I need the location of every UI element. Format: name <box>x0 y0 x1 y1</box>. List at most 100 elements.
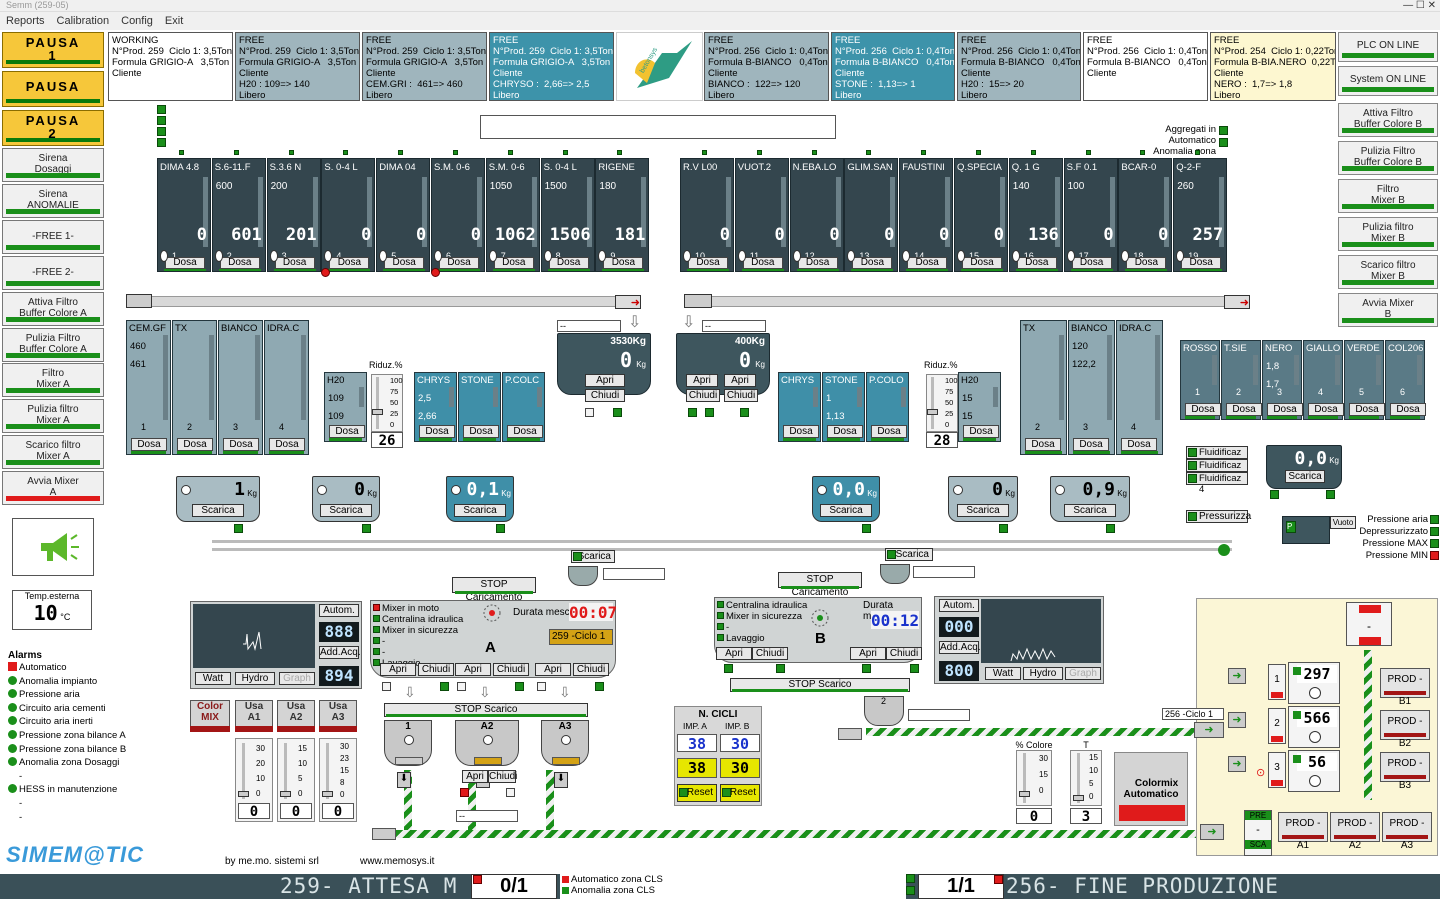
silo-dosa-button[interactable]: Dosa <box>131 438 167 451</box>
silo-dosa-button[interactable]: Dosa <box>1126 257 1167 269</box>
agg-a-chiudi-button[interactable]: Chiudi <box>585 389 625 402</box>
silo-dosa-button[interactable]: Dosa <box>742 257 783 269</box>
left-button-1[interactable]: Sirena Dosaggi <box>2 148 104 182</box>
silo-dosa-button[interactable]: Dosa <box>439 257 479 269</box>
water-a-scale-scarica-button[interactable]: Scarica <box>320 504 372 517</box>
hydro-a-addacq-button[interactable]: Add.Acq. <box>319 646 361 659</box>
silo-dosa-button[interactable]: Dosa <box>962 257 1002 269</box>
menu-calibration[interactable]: Calibration <box>56 15 110 27</box>
silo-dosa-button[interactable]: Dosa <box>1181 257 1222 269</box>
mixer-a-apri-3[interactable]: Apri <box>535 663 571 676</box>
right-button-6[interactable]: Avvia Mixer B <box>1338 293 1438 327</box>
silo-dosa-button[interactable]: Dosa <box>463 425 499 438</box>
silo-dosa-button[interactable]: Dosa <box>1071 257 1112 269</box>
recipe-panel-2[interactable]: FREE N°Prod. 259 Ciclo 1: 3,5Ton Formula… <box>235 32 360 101</box>
left-button-6[interactable]: Pulizia Filtro Buffer Colore A <box>2 328 104 362</box>
silo-dosa-button[interactable]: Dosa <box>177 438 213 451</box>
left-button-2[interactable]: Sirena ANOMALIE <box>2 184 104 218</box>
hydro-b-hydro-tab[interactable]: Hydro <box>1023 667 1063 680</box>
mixer-b-chiudi-1[interactable]: Chiudi <box>752 647 788 660</box>
hydro-b-autom-button[interactable]: Autom. <box>939 599 979 612</box>
silo-dosa-button[interactable]: Dosa <box>797 257 838 269</box>
use-a3-button[interactable]: Usa A3 <box>319 700 357 730</box>
mixer-a-apri-2[interactable]: Apri <box>455 663 491 676</box>
prod-slot-arrow-icon[interactable]: ➜ <box>1228 712 1246 728</box>
conveyor-b-handle[interactable] <box>684 294 712 308</box>
vuoto-button[interactable]: Vuoto <box>1330 516 1356 529</box>
left-button-8[interactable]: Pulizia filtro Mixer A <box>2 399 104 433</box>
silo-dosa-button[interactable]: Dosa <box>907 257 948 269</box>
silo-dosa-button[interactable]: Dosa <box>274 257 315 269</box>
silo-dosa-button[interactable]: Dosa <box>269 438 305 451</box>
fluid-button-1[interactable]: Fluidificaz 1 <box>1186 446 1248 469</box>
prod-a1-button[interactable]: PROD - A1 <box>1278 812 1328 851</box>
recipe-panel-9[interactable]: FREE N°Prod. 254 Ciclo 1: 0,22Ton Formul… <box>1210 32 1336 101</box>
hopper-a1-down-arrow-icon[interactable]: ⬇ <box>397 772 411 788</box>
mixer-a-apri-1[interactable]: Apri <box>380 663 416 676</box>
hydro-b-watt-tab[interactable]: Watt <box>985 667 1021 680</box>
fluid-button-3[interactable]: Fluidificaz 4 <box>1186 472 1248 495</box>
stop-caricamento-b-button[interactable]: STOP Caricamento <box>778 572 862 598</box>
silo-dosa-button[interactable]: Dosa <box>963 425 999 438</box>
mixer-a-chiudi-2[interactable]: Chiudi <box>493 663 529 676</box>
mixer-b-apri-2[interactable]: Apri <box>850 647 886 660</box>
hopper-a3-down-arrow-icon[interactable]: ⬇ <box>554 772 568 788</box>
right-button-1[interactable]: Attiva Filtro Buffer Colore B <box>1338 103 1438 137</box>
silo-dosa-button[interactable]: Dosa <box>419 425 455 438</box>
pressurizza-button[interactable]: Pressurizza <box>1186 510 1251 523</box>
pausa-button[interactable]: PAUSA <box>2 71 104 107</box>
prod-exit-arrow-icon[interactable]: ➜ <box>1200 824 1224 840</box>
hydro-b-graph-tab[interactable]: Graph <box>1065 667 1101 680</box>
left-button-3[interactable]: -FREE 1- <box>2 220 104 254</box>
recipe-panel-1[interactable]: WORKING N°Prod. 259 Ciclo 1: 3,5Ton Form… <box>108 32 233 101</box>
left-button-10[interactable]: Avvia Mixer A <box>2 471 104 505</box>
silo-dosa-button[interactable]: Dosa <box>1226 403 1262 416</box>
scarica-a-input[interactable] <box>603 568 665 580</box>
window-controls[interactable]: — ☐ ✕ <box>1403 0 1436 11</box>
fluid-button-2[interactable]: Fluidificaz 2 <box>1186 459 1248 482</box>
prod-a2-button[interactable]: PROD - A2 <box>1330 812 1380 851</box>
agg-a-input[interactable]: -- <box>557 320 621 332</box>
silo-dosa-button[interactable]: Dosa <box>329 257 370 269</box>
colormix-auto-button[interactable]: Colormix Automatico <box>1114 752 1188 826</box>
recipe-panel-6[interactable]: FREE N°Prod. 256 Ciclo 1: 0,4Ton Formula… <box>831 32 955 101</box>
left-button-4[interactable]: -FREE 2- <box>2 256 104 290</box>
recipe-panel-3[interactable]: FREE N°Prod. 259 Ciclo 1: 3,5Ton Formula… <box>362 32 487 101</box>
prod-slot-arrow-icon[interactable]: ➜ <box>1228 668 1246 684</box>
horn-button[interactable] <box>12 518 94 576</box>
silo-dosa-button[interactable]: Dosa <box>548 257 589 269</box>
silo-dosa-button[interactable]: Dosa <box>852 257 893 269</box>
silo-dosa-button[interactable]: Dosa <box>688 257 728 269</box>
prod-slot-2[interactable]: 566 <box>1288 706 1340 748</box>
belt-a-handle[interactable] <box>372 828 396 840</box>
pausa-2-button[interactable]: PAUSA 2 <box>2 110 104 146</box>
hydro-a-autom-button[interactable]: Autom. <box>319 604 359 617</box>
silo-dosa-button[interactable]: Dosa <box>871 425 907 438</box>
silo-dosa-button[interactable]: Dosa <box>1121 438 1157 451</box>
silo-dosa-button[interactable]: Dosa <box>1349 403 1385 416</box>
silo-dosa-button[interactable]: Dosa <box>384 257 425 269</box>
menu-config[interactable]: Config <box>121 15 153 27</box>
recipe-panel-5[interactable]: FREE N°Prod. 256 Ciclo 1: 0,4Ton Formula… <box>704 32 829 101</box>
scarica-b-button[interactable]: Scarica <box>885 548 933 561</box>
prod-a3-button[interactable]: PROD - A3 <box>1382 812 1432 851</box>
add-b-scale-scarica-button[interactable]: Scarica <box>820 504 872 517</box>
water-b-scale-scarica-button[interactable]: Scarica <box>957 504 1009 517</box>
silo-dosa-button[interactable]: Dosa <box>827 425 863 438</box>
prod-slot-1[interactable]: 297 <box>1288 662 1340 704</box>
hydro-a-graph-tab[interactable]: Graph <box>279 672 315 685</box>
left-button-9[interactable]: Scarico filtro Mixer A <box>2 435 104 469</box>
hydro-a-watt-tab[interactable]: Watt <box>195 672 231 685</box>
conveyor-a-arrow-icon[interactable]: ➜ <box>615 295 641 309</box>
pausa-1-button[interactable]: PAUSA 1 <box>2 32 104 68</box>
agg-b-apri-button-1[interactable]: Apri <box>686 374 718 387</box>
color-scarica-button[interactable]: Scarica <box>1285 470 1325 483</box>
hopper-b2-input[interactable] <box>908 709 970 721</box>
cem-b-scale-scarica-button[interactable]: Scarica <box>1064 504 1116 517</box>
belt-b-handle[interactable] <box>838 728 862 740</box>
